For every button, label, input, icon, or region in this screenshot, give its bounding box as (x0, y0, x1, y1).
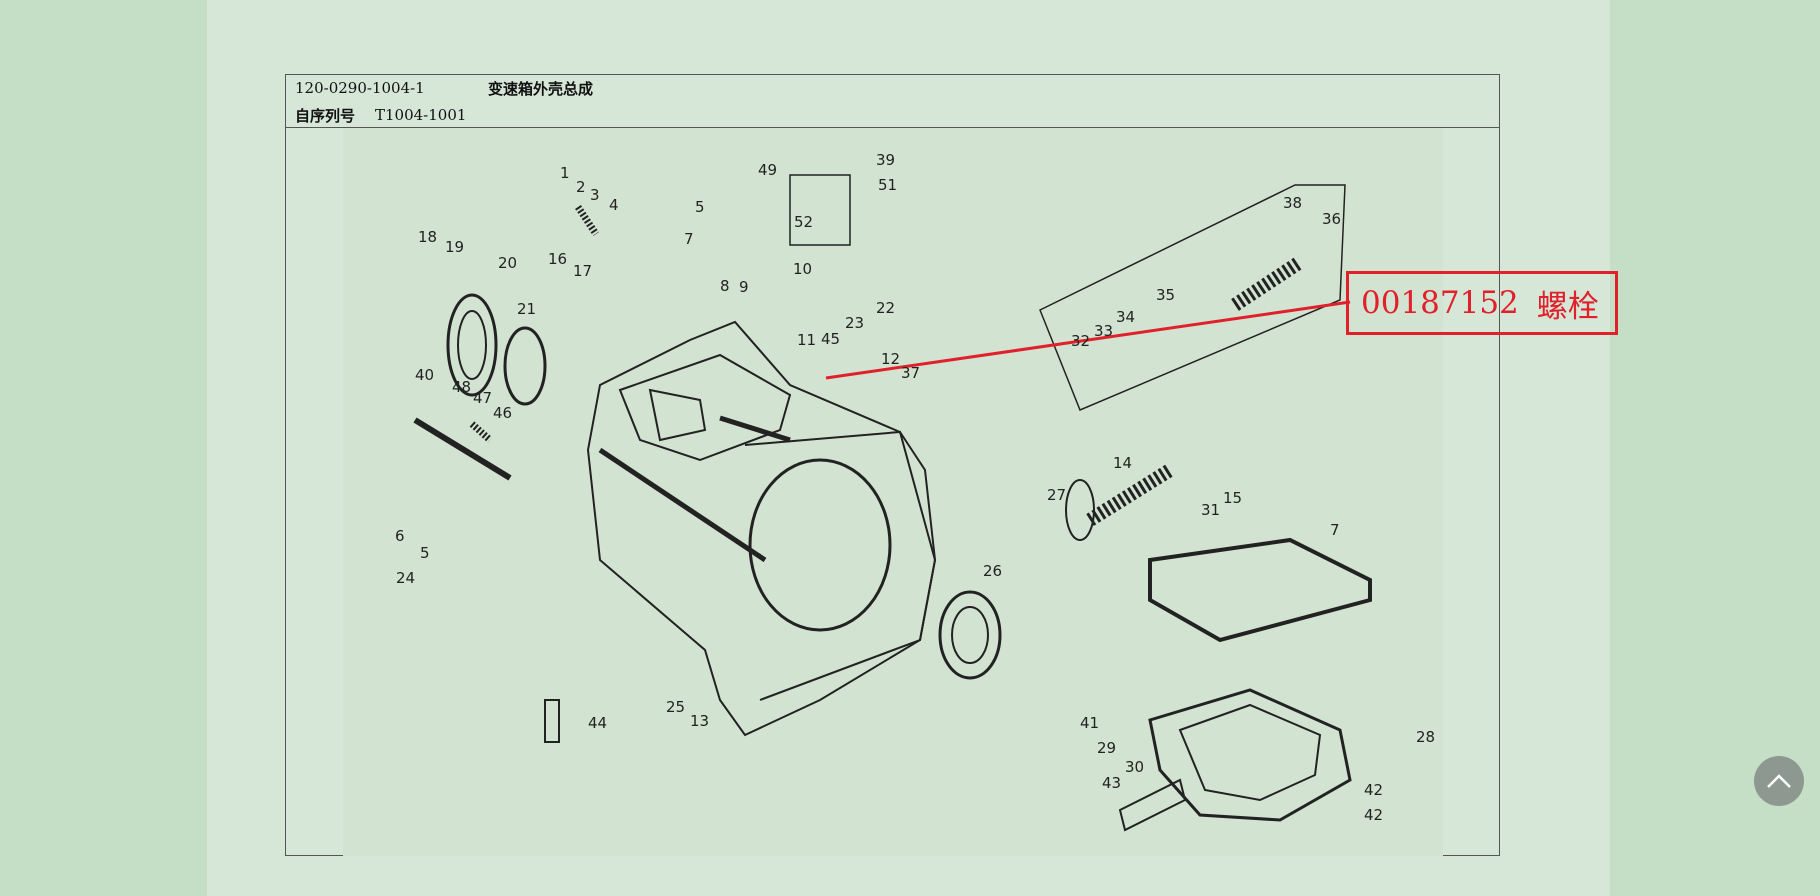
part-label: 44 (588, 714, 607, 732)
part-label: 29 (1097, 739, 1116, 757)
housing-outline (586, 320, 937, 737)
callout-code: 00187152 (1361, 285, 1519, 321)
part-label: 7 (1330, 521, 1340, 539)
filter-13 (544, 699, 560, 743)
part-label: 19 (445, 238, 464, 256)
spring-32 (1086, 464, 1174, 526)
part-label: 28 (1416, 728, 1435, 746)
part-label: 42 (1364, 806, 1383, 824)
part-callout: 00187152 螺栓 (1346, 271, 1618, 335)
shaft-6 (413, 417, 512, 481)
part-name: 变速箱外壳总成 (488, 80, 594, 98)
serial-label: 自序列号 (295, 107, 356, 125)
gasket-20 (446, 293, 498, 397)
part-label: 45 (821, 330, 840, 348)
part-label: 52 (794, 213, 813, 231)
part-number: 120-0290-1004-1 (295, 79, 425, 97)
part-label: 39 (876, 151, 895, 169)
part-label: 31 (1201, 501, 1220, 519)
part-label: 8 (720, 277, 730, 295)
part-label: 51 (878, 176, 897, 194)
part-label: 16 (548, 250, 567, 268)
spring-37 (1231, 256, 1304, 311)
part-label: 47 (473, 389, 492, 407)
part-label: 21 (517, 300, 536, 318)
gasket-31 (1065, 479, 1095, 541)
housing-inner-wall (618, 353, 792, 462)
part-label: 43 (1102, 774, 1121, 792)
part-label: 3 (590, 186, 600, 204)
part-label: 9 (739, 278, 749, 296)
part-label: 33 (1094, 322, 1113, 340)
part-label: 41 (1080, 714, 1099, 732)
part-label: 12 (881, 350, 900, 368)
part-label: 18 (418, 228, 437, 246)
part-label: 23 (845, 314, 864, 332)
part-label: 20 (498, 254, 517, 272)
spring-4 (575, 205, 599, 236)
part-label: 11 (797, 331, 816, 349)
callout-name: 螺栓 (1536, 288, 1599, 325)
seal-21 (503, 326, 547, 406)
callout-leader (825, 300, 1351, 380)
part-label: 17 (573, 262, 592, 280)
part-label: 4 (609, 196, 619, 214)
part-label: 26 (983, 562, 1002, 580)
part-label: 7 (684, 230, 694, 248)
part-label: 13 (690, 712, 709, 730)
parts-sheet: 120-0290-1004-1 变速箱外壳总成 自序列号 T1004-1001 (285, 74, 1500, 856)
part-label: 49 (758, 161, 777, 179)
part-label: 35 (1156, 286, 1175, 304)
oil-pan (1148, 688, 1352, 822)
part-label: 40 (415, 366, 434, 384)
part-label: 42 (1364, 781, 1383, 799)
part-label: 6 (395, 527, 405, 545)
part-label: 2 (576, 178, 586, 196)
part-label: 24 (396, 569, 415, 587)
part-label: 14 (1113, 454, 1132, 472)
part-label: 27 (1047, 486, 1066, 504)
part-label: 37 (901, 364, 920, 382)
chevron-up-icon (1767, 774, 1791, 788)
gasket-27 (1148, 537, 1372, 643)
part-label: 36 (1322, 210, 1341, 228)
part-label: 25 (666, 698, 685, 716)
housing-bore (748, 458, 892, 632)
part-label: 15 (1223, 489, 1242, 507)
spring-46 (469, 421, 493, 443)
seal-24 (938, 590, 1002, 680)
part-label: 10 (793, 260, 812, 278)
part-label: 46 (493, 404, 512, 422)
part-label: 32 (1071, 332, 1090, 350)
part-label: 34 (1116, 308, 1135, 326)
part-label: 5 (695, 198, 705, 216)
exploded-diagram-area (343, 128, 1443, 856)
housing-flange (744, 430, 937, 701)
part-label: 30 (1125, 758, 1144, 776)
tube-30 (1118, 778, 1187, 832)
part-label: 22 (876, 299, 895, 317)
part-label: 5 (420, 544, 430, 562)
serial-value: T1004-1001 (375, 106, 467, 124)
part-label: 48 (452, 378, 471, 396)
part-label: 38 (1283, 194, 1302, 212)
sheet-header: 120-0290-1004-1 变速箱外壳总成 自序列号 T1004-1001 (286, 75, 1499, 128)
part-label: 1 (560, 164, 570, 182)
scroll-to-top-button[interactable] (1754, 756, 1804, 806)
